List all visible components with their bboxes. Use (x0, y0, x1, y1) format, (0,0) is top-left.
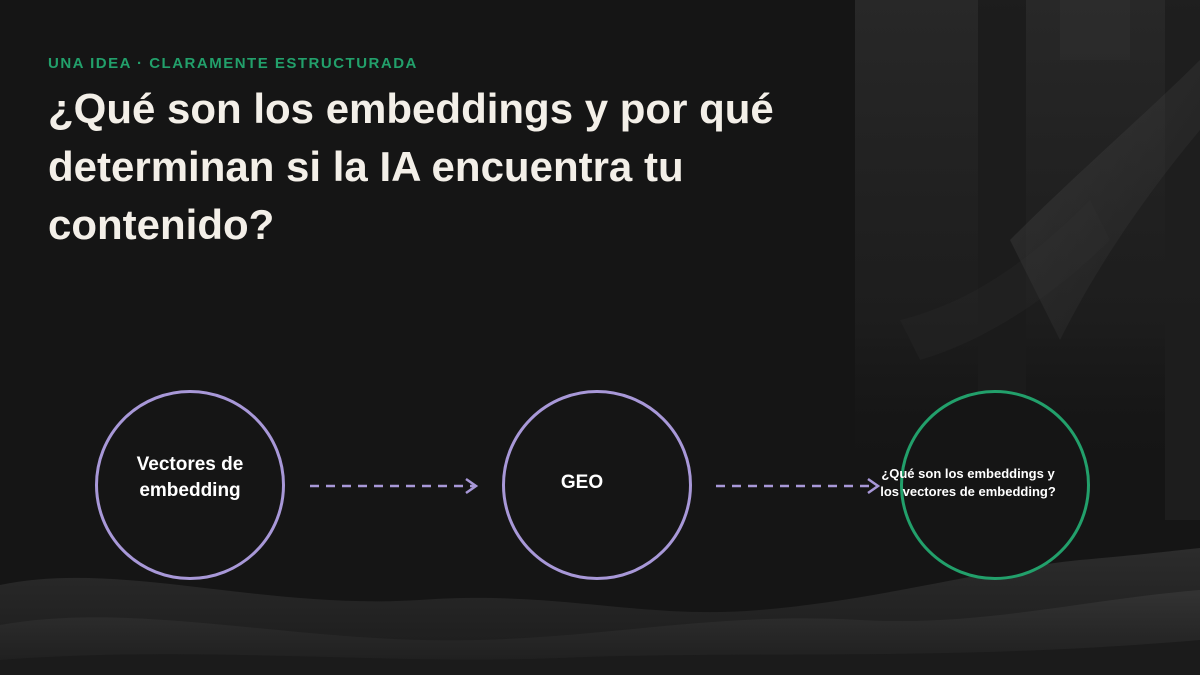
diagram-node-geo: GEO (502, 390, 692, 580)
node-label: GEO (560, 471, 604, 493)
eyebrow-label: UNA IDEA · CLARAMENTE ESTRUCTURADA (48, 55, 418, 72)
bg-wave (0, 590, 1200, 675)
diagram-node-question: ¿Qué son los embeddings y los vectores d… (880, 390, 1090, 580)
arrow-connector (310, 477, 479, 495)
bg-column (1060, 0, 1130, 60)
diagram-node-embedding-vectors: Vectores de embedding (95, 390, 285, 580)
arrow-connector (716, 477, 881, 495)
bg-ribbon (1010, 60, 1200, 340)
bg-wave (0, 640, 1200, 675)
slide-title: ¿Qué son los embeddings y por qué determ… (48, 85, 774, 248)
bg-ribbon (900, 200, 1110, 360)
node-label: ¿Qué son los embeddings y los vectores d… (880, 466, 1056, 499)
node-label: Vectores de embedding (136, 453, 244, 501)
